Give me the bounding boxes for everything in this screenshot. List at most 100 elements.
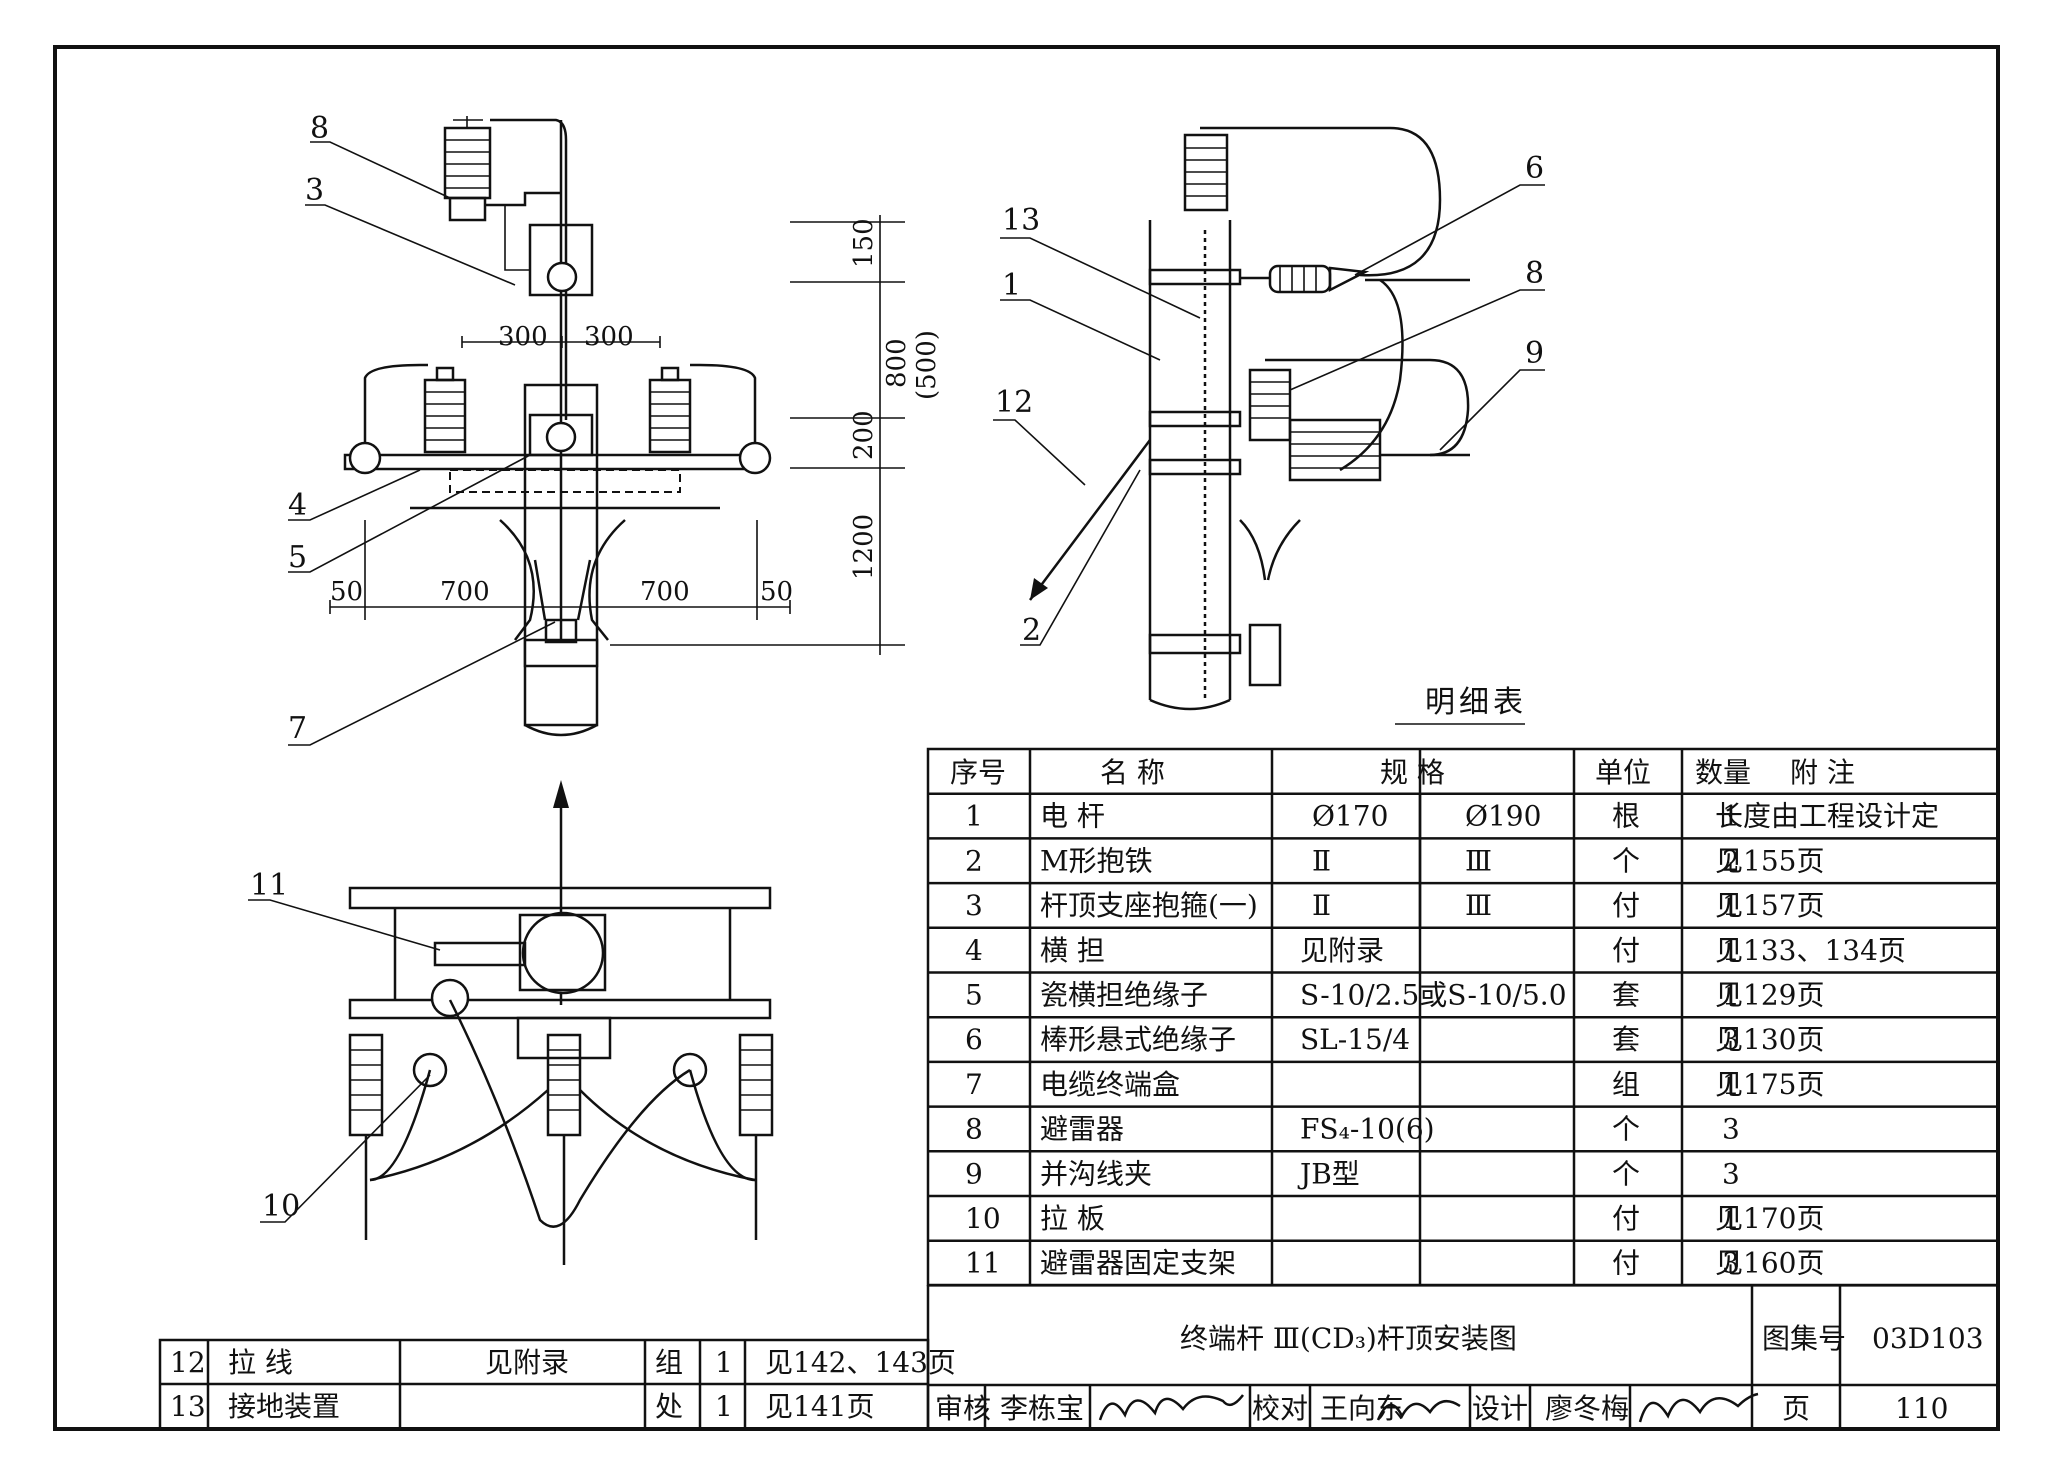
sheet-border <box>53 45 2000 1431</box>
bom-header-3: 单位 <box>1595 756 1651 789</box>
extra-row-unit: 处 <box>655 1390 683 1423</box>
drawing-title: 终端杆 Ⅲ(CD₃)杆顶安装图 <box>1180 1322 1517 1355</box>
bom-row-name: 并沟线夹 <box>1040 1157 1152 1190</box>
bom-row-spec1: Ⅱ <box>1312 889 1331 922</box>
signature-reviewer <box>1098 1394 1244 1421</box>
callout-2-side: 2 <box>1022 613 1041 648</box>
extra-row-qty: 1 <box>715 1346 733 1379</box>
reviewer: 李栋宝 <box>1000 1392 1084 1425</box>
bom-row-name: 棒形悬式绝缘子 <box>1040 1023 1236 1056</box>
dim-50-right: 50 <box>760 577 793 607</box>
bom-row-spec1: Ⅱ <box>1312 844 1331 877</box>
bom-row-no: 4 <box>965 934 983 967</box>
dim-1200: 1200 <box>849 514 879 580</box>
bom-row-note: 见155页 <box>1715 844 1824 877</box>
bom-row-unit: 付 <box>1612 1202 1640 1235</box>
callout-6-side: 6 <box>1525 151 1544 186</box>
dim-300-right: 300 <box>584 322 634 352</box>
bom-row-no: 3 <box>965 889 983 922</box>
callout-3-front: 3 <box>305 173 324 208</box>
bom-row-qty: 3 <box>1722 1157 1740 1190</box>
extra-row-unit: 组 <box>655 1346 683 1379</box>
bom-row-name: 瓷横担绝缘子 <box>1040 979 1208 1012</box>
signature-checker <box>1376 1399 1461 1421</box>
dim-300-left: 300 <box>498 322 548 352</box>
bom-row-unit: 个 <box>1612 1157 1640 1190</box>
bom-row-unit: 根 <box>1612 800 1640 833</box>
bom-row-unit: 组 <box>1612 1068 1640 1101</box>
bom-row-qty: 1 <box>1722 1068 1740 1101</box>
plan-view: 11 10 <box>248 780 774 1265</box>
bom-row-note: 长度由工程设计定 <box>1715 800 1939 833</box>
checker: 王向东 <box>1320 1392 1404 1425</box>
dim-150: 150 <box>849 218 879 268</box>
check-label: 校对 <box>1252 1392 1308 1425</box>
bom-row-no: 10 <box>965 1202 1001 1235</box>
bom-row-unit: 套 <box>1612 1023 1640 1056</box>
bom-row-no: 5 <box>965 979 983 1012</box>
review-label: 审核 <box>935 1392 991 1425</box>
bom-row-name: M形抱铁 <box>1040 844 1153 877</box>
extra-row-name: 拉 线 <box>228 1346 293 1379</box>
bom-row-no: 6 <box>965 1023 983 1056</box>
callout-12-side: 12 <box>995 385 1033 420</box>
front-left-arrester <box>423 366 467 454</box>
front-top-arrester <box>443 116 560 271</box>
bom-row-note: 见160页 <box>1715 1247 1824 1280</box>
bom-row-no: 7 <box>965 1068 983 1101</box>
bom-header-2: 规 格 <box>1380 756 1445 789</box>
dim-500: (500) <box>912 330 942 400</box>
bom-row-spec: 见附录 <box>1300 934 1384 967</box>
bom-row-name: 避雷器 <box>1040 1113 1124 1146</box>
bom-row-no: 11 <box>965 1247 1001 1280</box>
bom-row-unit: 个 <box>1612 844 1640 877</box>
bom-row-spec2: Ⅲ <box>1465 889 1492 922</box>
front-view: 300 300 150 800 (500) 200 1200 50 700 70… <box>288 111 942 746</box>
bom-row-note: 见130页 <box>1715 1023 1824 1056</box>
bom-row-unit: 个 <box>1612 1113 1640 1146</box>
bom-row-qty: 3 <box>1722 1247 1740 1280</box>
callout-13-side: 13 <box>1002 203 1040 238</box>
bom-row-note: 见157页 <box>1715 889 1824 922</box>
extra-row-no: 12 <box>170 1346 206 1379</box>
bom-row-qty: 2 <box>1722 844 1740 877</box>
callout-9-side: 9 <box>1525 336 1544 371</box>
bom-row-spec1: Ø170 <box>1312 800 1388 833</box>
page-label: 页 <box>1782 1392 1810 1425</box>
bom-row-qty: 1 <box>1722 934 1740 967</box>
bom-row-no: 8 <box>965 1113 983 1146</box>
dim-50-left: 50 <box>330 577 363 607</box>
bom-row-note: 见133、134页 <box>1715 934 1906 967</box>
title-block: 终端杆 Ⅲ(CD₃)杆顶安装图 图集号 03D103 页 110 审核 李栋宝 … <box>926 1285 1998 1429</box>
bom-header-5: 附 注 <box>1790 756 1855 789</box>
extra-row-spec: 见附录 <box>485 1346 569 1379</box>
bom-header-4: 数量 <box>1695 756 1751 789</box>
callout-8-side: 8 <box>1525 256 1544 291</box>
design-label: 设计 <box>1472 1392 1528 1425</box>
bom-row-name: 横 担 <box>1040 934 1105 967</box>
bom-row-spec2: Ⅲ <box>1465 844 1492 877</box>
dim-700-left: 700 <box>440 577 490 607</box>
callout-1-side: 1 <box>1002 268 1021 303</box>
bom-row-qty: 3 <box>1722 1113 1740 1146</box>
bom-row-unit: 套 <box>1612 979 1640 1012</box>
bom-header-1: 名 称 <box>1100 756 1165 789</box>
extra-row-note: 见141页 <box>765 1390 874 1423</box>
bom-row-unit: 付 <box>1612 1247 1640 1280</box>
bom-row-note: 见170页 <box>1715 1202 1824 1235</box>
bom-row-qty: 1 <box>1722 1202 1740 1235</box>
dim-800: 800 <box>882 338 912 388</box>
dim-700-right: 700 <box>640 577 690 607</box>
bom-row-qty: 1 <box>1722 800 1740 833</box>
bom-row-name: 避雷器固定支架 <box>1040 1247 1236 1280</box>
callout-8-front: 8 <box>310 111 329 146</box>
extra-row-name: 接地装置 <box>228 1390 340 1423</box>
callout-7-front: 7 <box>288 711 307 746</box>
bom-row-no: 1 <box>965 800 983 833</box>
bom-row-spec: S-10/2.5或S-10/5.0 <box>1300 979 1567 1012</box>
bom-row-qty: 1 <box>1722 889 1740 922</box>
bom-row-qty: 3 <box>1722 1023 1740 1056</box>
bom-header-0: 序号 <box>950 756 1006 789</box>
